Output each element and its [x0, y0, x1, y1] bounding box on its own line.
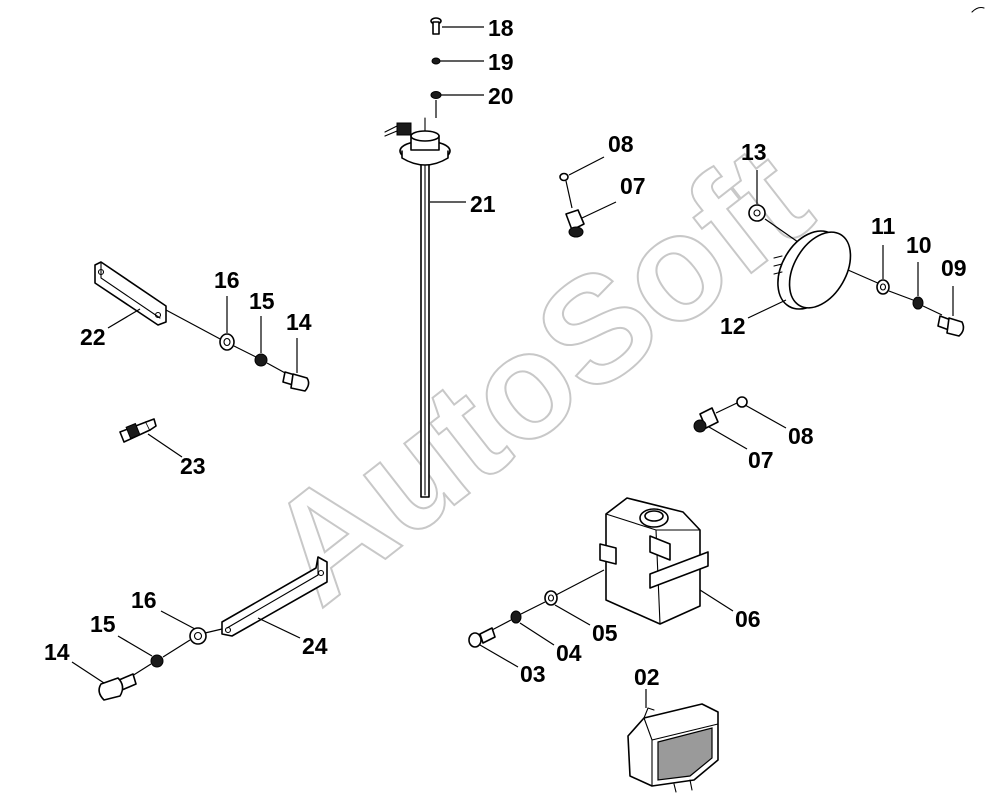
- callout-14-lower[interactable]: 14: [44, 639, 70, 665]
- washer-08-upper[interactable]: [559, 172, 569, 182]
- fuel-level-sender-21[interactable]: [384, 117, 451, 498]
- bolt-14-upper[interactable]: [282, 371, 310, 392]
- fitting-07-lower[interactable]: [693, 407, 719, 433]
- assembly-axis-22c: [266, 362, 288, 375]
- assembly-axis-06: [555, 569, 605, 596]
- callout-07-upper[interactable]: 07: [620, 173, 646, 199]
- callout-08-lower[interactable]: 08: [788, 423, 814, 449]
- callout-08-upper[interactable]: 08: [608, 131, 634, 157]
- callout-24[interactable]: 24: [302, 633, 328, 659]
- callout-05[interactable]: 05: [592, 620, 618, 646]
- washer-tank-06[interactable]: [599, 497, 709, 625]
- callout-16-upper[interactable]: 16: [214, 267, 240, 293]
- lock-washer-15-upper[interactable]: [254, 353, 268, 367]
- assembly-axis-22b: [233, 345, 257, 358]
- callout-03[interactable]: 03: [520, 661, 546, 687]
- callout-10[interactable]: 10: [906, 232, 932, 258]
- bolt-09[interactable]: [937, 315, 965, 337]
- bracket-22[interactable]: [94, 261, 167, 326]
- callout-20[interactable]: 20: [488, 83, 514, 109]
- callout-labels: 18 19 20 21 08 07 13 11 10 09 12 08 07 1…: [44, 15, 967, 690]
- assembly-axis-06b: [520, 601, 546, 615]
- assembly-axis-24: [204, 628, 223, 634]
- washer-11[interactable]: [876, 279, 890, 295]
- callout-16-lower[interactable]: 16: [131, 587, 157, 613]
- assembly-axis-24b: [162, 639, 191, 658]
- assembly-axis-12c: [888, 290, 914, 301]
- leader-lines: [71, 26, 954, 708]
- bracket-24[interactable]: [221, 556, 328, 637]
- callout-23[interactable]: 23: [180, 453, 206, 479]
- assembly-axis-12d: [922, 305, 943, 316]
- assembly-axis-07a: [565, 180, 573, 209]
- callout-19[interactable]: 19: [488, 49, 514, 75]
- fitting-07-upper[interactable]: [565, 209, 585, 238]
- nut-13-hole: [753, 209, 761, 217]
- callout-12[interactable]: 12: [720, 313, 746, 339]
- nut-13[interactable]: [748, 204, 766, 222]
- assembly-axis-22: [165, 309, 223, 341]
- corner-mark-icon: [971, 6, 985, 13]
- lock-washer-10[interactable]: [912, 296, 924, 310]
- washer-19[interactable]: [431, 57, 441, 65]
- washer-08-lower[interactable]: [736, 396, 748, 408]
- lock-washer-15-lower[interactable]: [150, 654, 164, 668]
- assembly-axis-07b: [715, 402, 738, 414]
- washer-20[interactable]: [430, 91, 442, 99]
- callout-21[interactable]: 21: [470, 191, 496, 217]
- lamp-12[interactable]: [765, 220, 863, 321]
- callout-06[interactable]: 06: [735, 606, 761, 632]
- callout-04[interactable]: 04: [556, 640, 582, 666]
- washer-11-hole: [879, 283, 887, 291]
- cover-02[interactable]: [627, 703, 719, 793]
- washer-16-upper[interactable]: [219, 333, 235, 351]
- callout-14-upper[interactable]: 14: [286, 309, 312, 335]
- callout-09[interactable]: 09: [941, 255, 967, 281]
- callout-18[interactable]: 18: [488, 15, 514, 41]
- callout-13[interactable]: 13: [741, 139, 767, 165]
- washer-05-hole: [547, 594, 555, 602]
- washer-16-upper-hole: [223, 337, 231, 347]
- callout-07-lower[interactable]: 07: [748, 447, 774, 473]
- washer-05[interactable]: [544, 590, 558, 606]
- callout-22[interactable]: 22: [80, 324, 106, 350]
- assembly-axis-12b: [847, 269, 881, 285]
- lock-washer-04[interactable]: [510, 610, 522, 624]
- watermark-text: AutoSoft: [236, 113, 838, 635]
- callout-15-upper[interactable]: 15: [249, 288, 275, 314]
- washer-16-lower-hole: [193, 631, 203, 641]
- assembly-axis-12: [764, 218, 799, 243]
- callout-02[interactable]: 02: [634, 664, 660, 690]
- callout-15-lower[interactable]: 15: [90, 611, 116, 637]
- assembly-axis-24c: [131, 663, 152, 677]
- callout-11[interactable]: 11: [871, 213, 896, 239]
- sensor-23[interactable]: [119, 418, 157, 443]
- assembly-axis-06c: [491, 619, 512, 631]
- bolt-03[interactable]: [468, 627, 496, 648]
- screw-18[interactable]: [430, 17, 442, 35]
- washer-16-lower[interactable]: [189, 627, 207, 645]
- bolt-14-lower[interactable]: [98, 673, 137, 701]
